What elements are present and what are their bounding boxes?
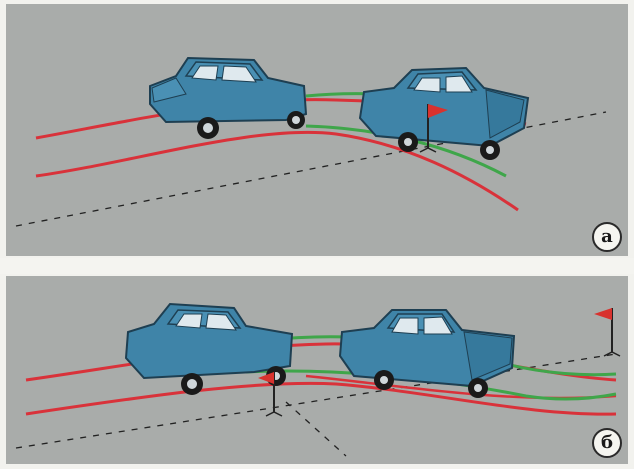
trajectory-red — [26, 383, 616, 414]
car-icon — [150, 58, 306, 139]
flag-icon — [594, 308, 620, 356]
lane-marking — [286, 402, 346, 456]
panel-divider — [0, 258, 634, 274]
panel-label-b: б — [592, 428, 622, 458]
car-icon — [340, 310, 514, 398]
trajectory-red — [26, 344, 616, 380]
panel-label-a: а — [592, 222, 622, 252]
panel-a: а — [6, 4, 628, 256]
panel-a-scene — [6, 4, 628, 256]
panel-b-scene — [6, 276, 628, 464]
trajectory-red — [36, 132, 518, 210]
panel-b: б — [6, 276, 628, 464]
